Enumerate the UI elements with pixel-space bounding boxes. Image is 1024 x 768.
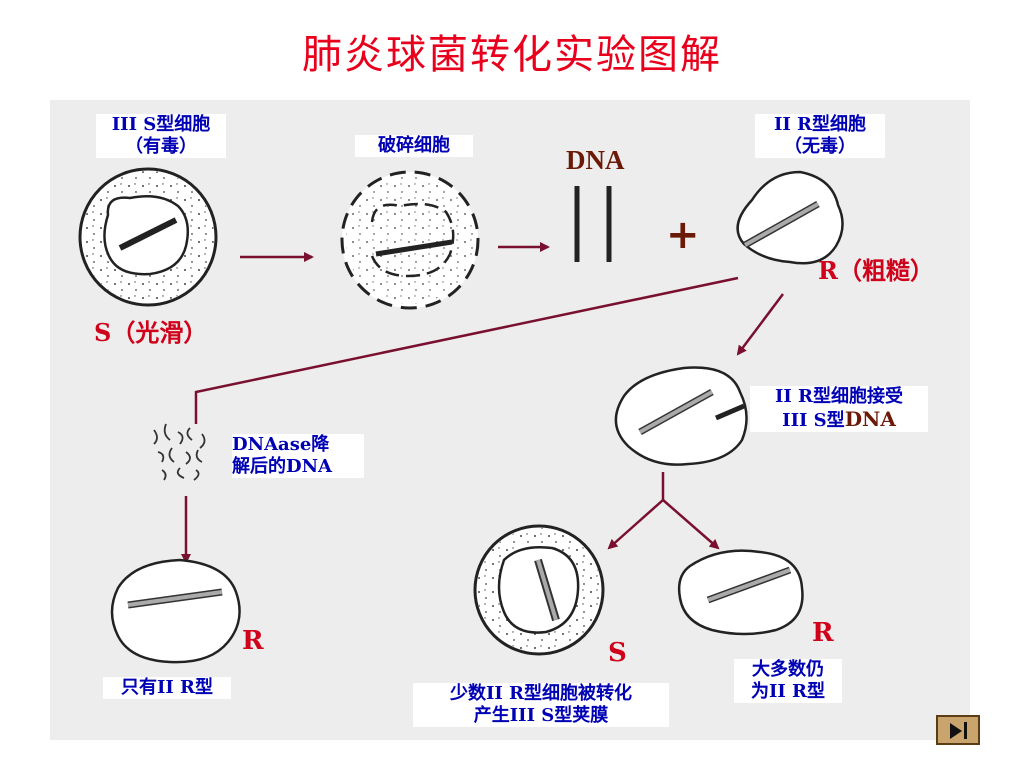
broken-cells-label: 破碎细胞 [355, 135, 473, 157]
r-only-cell-illustration [110, 558, 241, 664]
degraded-dna-fragments [153, 423, 206, 481]
dnase-label-line1: DNAase降 [232, 434, 330, 455]
plus-sign: + [666, 212, 700, 258]
r-majority-tag: R [812, 618, 834, 648]
r-majority-label: 大多数仍 为II R型 [734, 659, 842, 703]
s-result-tag: S [608, 638, 627, 668]
accepts-dna-word: DNA [844, 407, 896, 431]
fork-arrows [607, 472, 720, 550]
broken-cell-illustration [340, 170, 480, 310]
dnase-label-line2: 解后的DNA [232, 456, 333, 477]
dna-strands [574, 186, 612, 262]
s-result-line2: 产生III S型荚膜 [473, 705, 609, 726]
accepts-dna-prefix: III S型 [782, 410, 845, 431]
r-only-tag: R [242, 626, 264, 656]
accepts-dna-line1: II R型细胞接受 [774, 386, 904, 407]
r-rough-label: R（粗糙） [818, 256, 934, 285]
s-cell-label: III S型细胞 （有毒） [96, 114, 226, 158]
dna-label: DNA [566, 145, 625, 175]
s-result-line1: 少数II R型细胞被转化 [449, 683, 633, 704]
s-transformed-cell-illustration [473, 524, 605, 656]
r-majority-line1: 大多数仍 [752, 659, 824, 680]
s-smooth-label: S（光滑） [94, 318, 208, 347]
next-end-icon [950, 723, 962, 739]
r-cell-label-line2: （无毒） [784, 136, 856, 157]
arrow-to-accepts [736, 293, 784, 356]
s-result-label: 少数II R型细胞被转化 产生III S型荚膜 [413, 683, 669, 727]
r-majority-line2: 为II R型 [750, 681, 826, 702]
s-cell-label-line1: III S型细胞 [111, 114, 211, 135]
r-cell-label: II R型细胞 （无毒） [755, 114, 885, 158]
page-title: 肺炎球菌转化实验图解 [302, 32, 722, 78]
r-cell-illustration [736, 170, 844, 265]
s-cell-label-line2: （有毒） [125, 136, 197, 157]
accepts-dna-line2: III S型DNA [750, 408, 928, 432]
r-only-label: 只有II R型 [103, 677, 231, 699]
accepting-cell-illustration [614, 366, 748, 466]
dnase-label: DNAase降 解后的DNA [232, 434, 364, 478]
next-slide-button[interactable] [936, 715, 980, 745]
end-bar-icon [964, 722, 967, 739]
r-cell-label-line1: II R型细胞 [773, 114, 867, 135]
r-majority-cell-illustration [677, 549, 804, 636]
line-to-dnase [194, 276, 739, 424]
accepts-dna-label: II R型细胞接受 III S型DNA [750, 386, 928, 432]
s-cell-illustration [78, 167, 218, 307]
